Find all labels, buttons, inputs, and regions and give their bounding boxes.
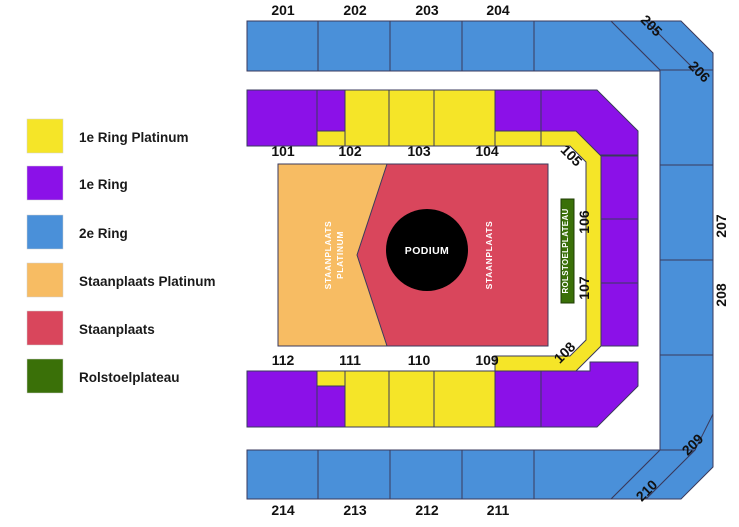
section-label-104: 104 (475, 143, 499, 159)
podium[interactable] (386, 209, 468, 291)
wheelchair-platform-label: ROLSTOELPLATEAU (561, 208, 570, 293)
section-label-203: 203 (415, 2, 439, 18)
ring1-bottom-platinum-block[interactable] (344, 370, 496, 428)
section-label-208: 208 (713, 283, 729, 307)
ring2-section-209[interactable] (644, 413, 714, 500)
section-label-201: 201 (271, 2, 295, 18)
legend-row-4: Staanplaats (26, 310, 155, 346)
legend-swatch-staanplaats-platinum (26, 262, 64, 298)
legend-label-2e-ring: 2e Ring (79, 226, 128, 241)
legend-row-1: 1e Ring (26, 165, 128, 201)
legend-row-3: Staanplaats Platinum (26, 262, 216, 298)
floor-area: STAANPLAATS PLATINUM STAANPLAATS PODIUM … (277, 163, 575, 347)
section-label-211: 211 (487, 502, 510, 518)
podium-label: PODIUM (405, 245, 449, 257)
section-label-112: 112 (272, 352, 295, 368)
legend-label-1e-ring-platinum: 1e Ring Platinum (79, 130, 189, 145)
legend-row-5: Rolstoelplateau (26, 358, 180, 394)
section-label-103: 103 (407, 143, 431, 159)
legend-swatch-rolstoelplateau (26, 358, 64, 394)
legend-swatch-1e-ring (26, 165, 64, 201)
section-label-101: 101 (271, 143, 295, 159)
section-label-213: 213 (343, 502, 367, 518)
legend-label-1e-ring: 1e Ring (79, 177, 128, 192)
legend-label-staanplaats-platinum: Staanplaats Platinum (79, 274, 216, 289)
legend-swatch-staanplaats (26, 310, 64, 346)
section-label-111: 111 (339, 352, 361, 368)
floor-standing-platinum-label-line2: PLATINUM (335, 231, 345, 279)
ring2-top-band[interactable] (246, 20, 661, 72)
floor-standing-platinum[interactable] (277, 163, 388, 347)
ring1-top-platinum-block[interactable] (344, 89, 496, 147)
section-label-212: 212 (415, 502, 439, 518)
section-label-204: 204 (486, 2, 510, 18)
ring2-outer (246, 20, 714, 500)
legend: 1e Ring Platinum 1e Ring 2e Ring Staanpl… (26, 118, 216, 394)
legend-swatch-1e-ring-platinum (26, 118, 64, 154)
ring1-right-purple-band[interactable] (600, 155, 639, 347)
section-label-106: 106 (576, 210, 592, 234)
legend-label-rolstoelplateau: Rolstoelplateau (79, 370, 180, 385)
ring1-inner (246, 89, 639, 428)
section-label-110: 110 (408, 352, 431, 368)
floor-standing-label: STAANPLAATS (484, 221, 494, 290)
section-label-214: 214 (271, 502, 295, 518)
legend-label-staanplaats: Staanplaats (79, 322, 155, 337)
legend-row-0: 1e Ring Platinum (26, 118, 189, 154)
section-label-107: 107 (576, 276, 592, 300)
section-label-109: 109 (475, 352, 499, 368)
section-label-202: 202 (343, 2, 367, 18)
section-label-207: 207 (713, 214, 729, 238)
legend-swatch-2e-ring (26, 214, 64, 250)
floor-standing-platinum-label-line1: STAANPLAATS (323, 221, 333, 290)
ring2-bottom-band[interactable] (246, 449, 662, 500)
section-label-102: 102 (338, 143, 362, 159)
wheelchair-platform[interactable] (560, 198, 575, 304)
legend-row-2: 2e Ring (26, 214, 128, 250)
